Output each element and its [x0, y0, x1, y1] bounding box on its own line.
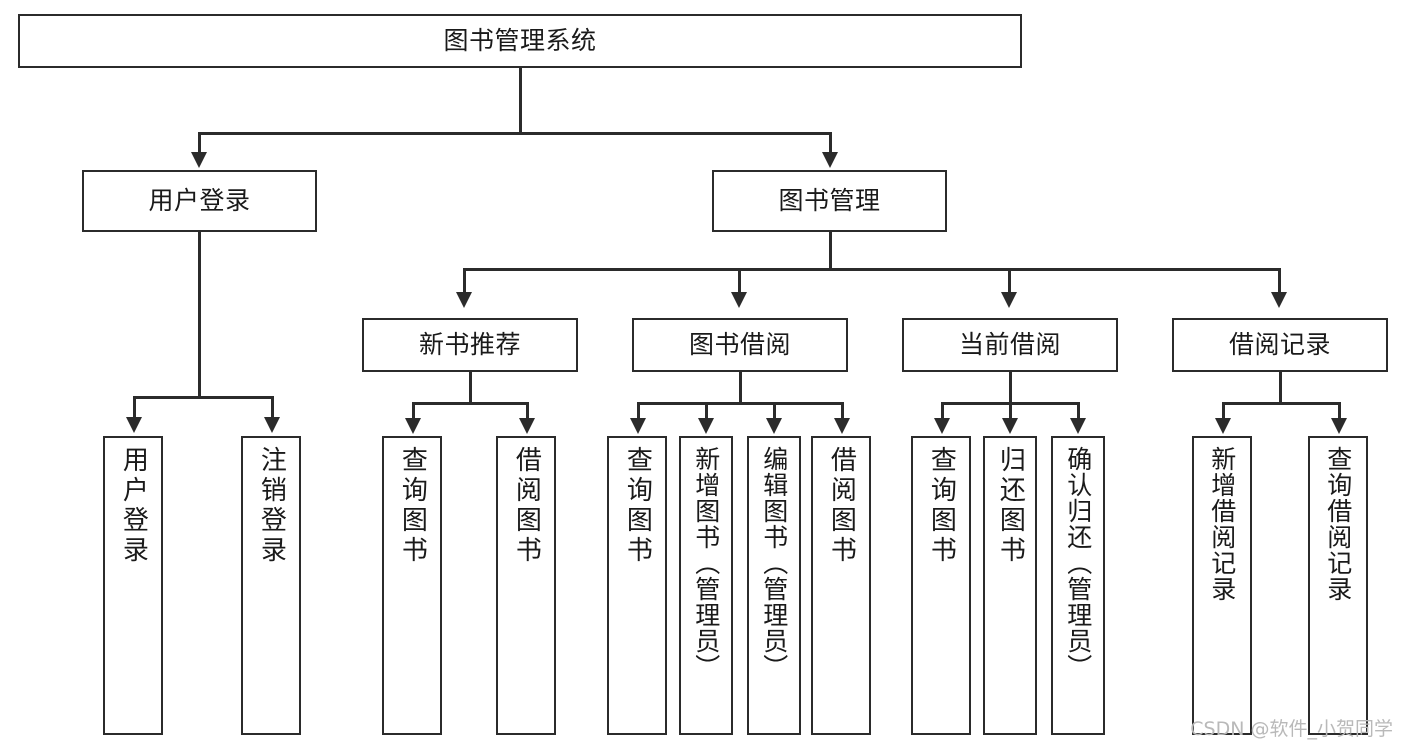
connector-bm-to-borrow-record	[1278, 268, 1281, 294]
arrowhead-to-leaf-confirm-return	[1070, 418, 1086, 434]
arrowhead-to-book-management	[822, 152, 838, 168]
node-label: 查询图书	[926, 446, 957, 566]
leaf-return-book[interactable]: 归还图书	[983, 436, 1037, 735]
node-book-management[interactable]: 图书管理	[712, 170, 947, 232]
leaf-add-record[interactable]: 新增借阅记录	[1192, 436, 1252, 735]
node-label: 确认归还（管理员）	[1063, 446, 1093, 680]
node-label: 查询借阅记录	[1323, 446, 1353, 602]
arrowhead-to-book-borrow	[731, 292, 747, 308]
node-label: 借阅记录	[1228, 330, 1331, 360]
node-label: 图书管理系统	[443, 26, 597, 56]
connector-book-management-bus	[463, 268, 1280, 271]
arrowhead-to-leaf-query-books-3	[934, 418, 950, 434]
node-new-book-recommendation[interactable]: 新书推荐	[362, 318, 578, 372]
connector-bm-to-book-borrow	[738, 268, 741, 294]
connector-root-to-user-login	[198, 132, 201, 154]
connector-root-stem	[519, 68, 522, 132]
node-label: 注销登录	[256, 446, 287, 566]
connector-bb-to-leaf-2	[705, 402, 708, 420]
connector-bm-to-new-book	[463, 268, 466, 294]
node-label: 借阅图书	[511, 446, 542, 566]
connector-cb-to-leaf-2	[1009, 402, 1012, 420]
leaf-borrow-books-1[interactable]: 借阅图书	[496, 436, 556, 735]
connector-user-login-to-leaf-2	[271, 396, 274, 419]
connector-bb-to-leaf-1	[637, 402, 640, 420]
connector-new-book-bus	[412, 402, 528, 405]
node-root-library-system[interactable]: 图书管理系统	[18, 14, 1022, 68]
arrowhead-to-leaf-query-record	[1331, 418, 1347, 434]
leaf-confirm-return[interactable]: 确认归还（管理员）	[1051, 436, 1105, 735]
node-label: 查询图书	[397, 446, 428, 566]
connector-user-login-bus	[133, 396, 273, 399]
node-book-borrow[interactable]: 图书借阅	[632, 318, 848, 372]
connector-bm-to-current-borrow	[1008, 268, 1011, 294]
connector-book-management-stem	[829, 232, 832, 270]
connector-book-borrow-bus	[637, 402, 843, 405]
connector-new-book-stem	[469, 372, 472, 404]
connector-root-bus	[198, 132, 831, 135]
node-label: 用户登录	[118, 446, 149, 566]
arrowhead-to-leaf-return-book	[1002, 418, 1018, 434]
node-label: 新增图书（管理员）	[691, 446, 721, 680]
arrowhead-to-new-book-recommendation	[456, 292, 472, 308]
arrowhead-to-leaf-borrow-books-2	[834, 418, 850, 434]
arrowhead-to-leaf-user-login	[126, 417, 142, 433]
leaf-query-books-1[interactable]: 查询图书	[382, 436, 442, 735]
connector-br-to-leaf-1	[1222, 402, 1225, 420]
connector-bb-to-leaf-3	[773, 402, 776, 420]
connector-br-to-leaf-2	[1338, 402, 1341, 420]
arrowhead-to-leaf-add-record	[1215, 418, 1231, 434]
leaf-edit-book[interactable]: 编辑图书（管理员）	[747, 436, 801, 735]
arrowhead-to-leaf-edit-book	[766, 418, 782, 434]
connector-nb-to-leaf-2	[526, 402, 529, 420]
arrowhead-to-leaf-add-book	[698, 418, 714, 434]
node-label: 查询图书	[622, 446, 653, 566]
arrowhead-to-leaf-query-books-2	[630, 418, 646, 434]
node-label: 新书推荐	[418, 330, 521, 360]
arrowhead-to-leaf-borrow-books-1	[519, 418, 535, 434]
arrowhead-to-user-login	[191, 152, 207, 168]
node-label: 图书管理	[778, 186, 881, 216]
connector-cb-to-leaf-1	[941, 402, 944, 420]
leaf-add-book[interactable]: 新增图书（管理员）	[679, 436, 733, 735]
node-label: 新增借阅记录	[1207, 446, 1237, 602]
arrowhead-to-borrow-record	[1271, 292, 1287, 308]
connector-cb-to-leaf-3	[1077, 402, 1080, 420]
node-user-login[interactable]: 用户登录	[82, 170, 317, 232]
node-label: 当前借阅	[958, 330, 1061, 360]
leaf-query-books-2[interactable]: 查询图书	[607, 436, 667, 735]
arrowhead-to-leaf-query-books-1	[405, 418, 421, 434]
node-label: 归还图书	[995, 446, 1026, 566]
leaf-borrow-books-2[interactable]: 借阅图书	[811, 436, 871, 735]
leaf-query-record[interactable]: 查询借阅记录	[1308, 436, 1368, 735]
node-label: 借阅图书	[826, 446, 857, 566]
leaf-user-login[interactable]: 用户登录	[103, 436, 163, 735]
connector-nb-to-leaf-1	[412, 402, 415, 420]
arrowhead-to-leaf-logout	[264, 417, 280, 433]
connector-borrow-record-stem	[1279, 372, 1282, 404]
connector-borrow-record-bus	[1222, 402, 1338, 405]
node-borrow-record[interactable]: 借阅记录	[1172, 318, 1388, 372]
arrowhead-to-current-borrow	[1001, 292, 1017, 308]
node-current-borrow[interactable]: 当前借阅	[902, 318, 1118, 372]
connector-book-borrow-stem	[739, 372, 742, 404]
connector-user-login-to-leaf-1	[133, 396, 136, 419]
leaf-query-books-3[interactable]: 查询图书	[911, 436, 971, 735]
node-label: 编辑图书（管理员）	[759, 446, 789, 680]
node-label: 图书借阅	[688, 330, 791, 360]
connector-user-login-stem	[198, 232, 201, 398]
node-label: 用户登录	[148, 186, 251, 216]
connector-bb-to-leaf-4	[841, 402, 844, 420]
connector-root-to-book-management	[829, 132, 832, 154]
connector-current-borrow-stem	[1009, 372, 1012, 404]
leaf-logout[interactable]: 注销登录	[241, 436, 301, 735]
